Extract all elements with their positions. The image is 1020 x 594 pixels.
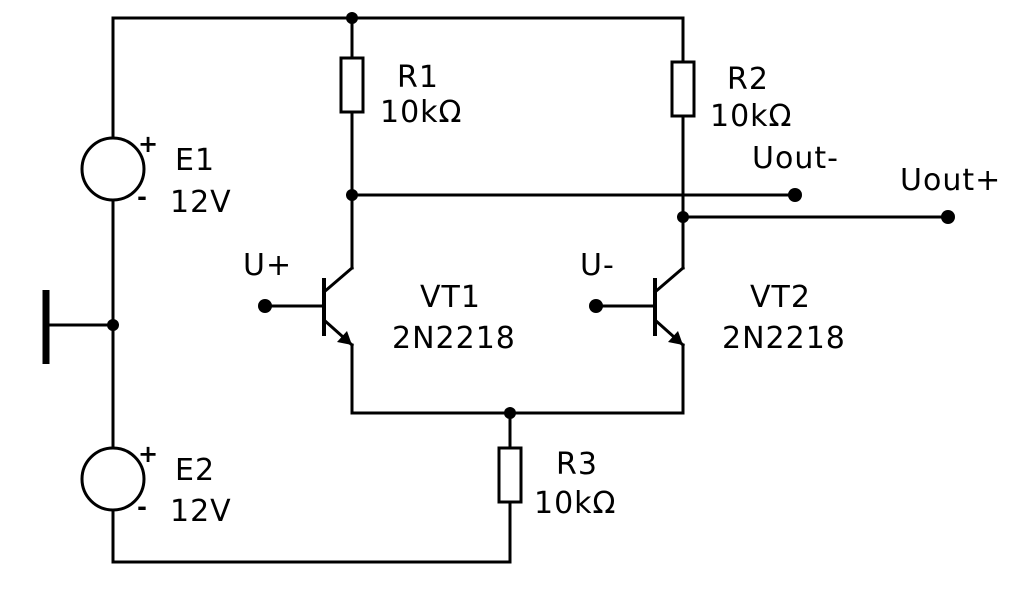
label-vt1-name: VT1 (420, 280, 481, 315)
source-e1-circle (80, 136, 146, 202)
vt2-emitter-arrow (668, 331, 683, 345)
source-e2-circle (80, 446, 146, 512)
junction-vt1-collector (346, 189, 358, 201)
label-vt2-name: VT2 (750, 280, 811, 315)
label-e2-name: E2 (175, 453, 215, 488)
source-e1: + - (80, 130, 158, 211)
source-e1-plus: + (138, 130, 158, 158)
labels: R1 10kΩ R2 10kΩ Uout- Uout+ E1 12V U+ U-… (170, 60, 1001, 529)
source-e2-plus: + (138, 440, 158, 468)
label-e1-value: 12V (170, 185, 232, 220)
label-vt2-model: 2N2218 (722, 321, 846, 356)
label-r1-value: 10kΩ (380, 95, 462, 130)
terminal-u-minus (589, 299, 603, 313)
source-e1-minus: - (137, 183, 147, 211)
label-r3-name: R3 (556, 447, 598, 482)
label-e1-name: E1 (175, 143, 215, 178)
terminal-uout-plus (941, 210, 955, 224)
resistor-r3 (497, 446, 523, 504)
label-r1-name: R1 (397, 60, 439, 95)
transistor-vt1 (321, 265, 355, 348)
label-u-plus: U+ (243, 248, 292, 283)
label-uout-plus: Uout+ (900, 163, 1001, 198)
terminal-uout-minus (788, 188, 802, 202)
junction-ground (107, 319, 119, 331)
transistor-vt2 (652, 265, 686, 348)
junction-emitter-tail (504, 407, 516, 419)
source-e2-minus: - (137, 493, 147, 521)
label-r3-value: 10kΩ (534, 486, 616, 521)
label-uout-minus: Uout- (752, 141, 839, 176)
resistor-r2 (670, 60, 696, 118)
wires (42, 16, 950, 564)
resistor-r1 (339, 56, 365, 114)
vt2-collector-lead (652, 265, 686, 295)
label-u-minus: U- (580, 248, 615, 283)
vt1-collector-lead (321, 265, 355, 295)
label-r2-name: R2 (727, 62, 769, 97)
label-vt1-model: 2N2218 (392, 321, 516, 356)
terminal-u-plus (258, 299, 272, 313)
source-e2: + - (80, 440, 158, 521)
label-r2-value: 10kΩ (710, 99, 792, 134)
junction-vt2-collector (677, 211, 689, 223)
label-e2-value: 12V (170, 494, 232, 529)
vt1-emitter-arrow (337, 331, 352, 345)
junction-top (346, 12, 358, 24)
junctions (107, 12, 955, 419)
